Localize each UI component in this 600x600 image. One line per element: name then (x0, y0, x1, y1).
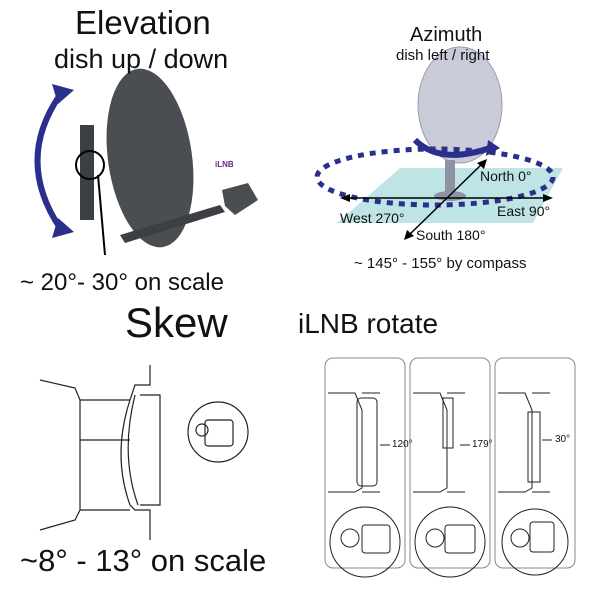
elevation-dish (75, 68, 258, 256)
north-label: North 0° (480, 168, 532, 184)
elevation-scale-note: ~ 20°- 30° on scale (20, 269, 224, 296)
azimuth-subtitle: dish left / right (396, 47, 490, 64)
panel-reading: 120° (392, 439, 413, 450)
ilnb-rotate-title: iLNB rotate (298, 308, 439, 339)
elevation-subtitle: dish up / down (54, 44, 229, 74)
panel-reading: 30° (555, 434, 571, 445)
ilnb-panels (324, 357, 576, 578)
azimuth-title: Azimuth (410, 24, 483, 46)
skew-scale-note: ~8° - 13° on scale (20, 543, 267, 578)
west-label: West 270° (340, 210, 405, 226)
compass-note: ~ 145° - 155° by compass (354, 255, 527, 272)
east-label: East 90° (497, 203, 551, 219)
elevation-title: Elevation (75, 4, 211, 41)
south-label: South 180° (416, 227, 486, 243)
azimuth-plane (314, 46, 563, 240)
skew-drawing (39, 365, 249, 540)
ilnb-label: iLNB (215, 160, 234, 169)
skew-title: Skew (125, 299, 228, 346)
up-down-arrow-icon (34, 84, 74, 238)
panel-reading: 179° (472, 439, 493, 450)
